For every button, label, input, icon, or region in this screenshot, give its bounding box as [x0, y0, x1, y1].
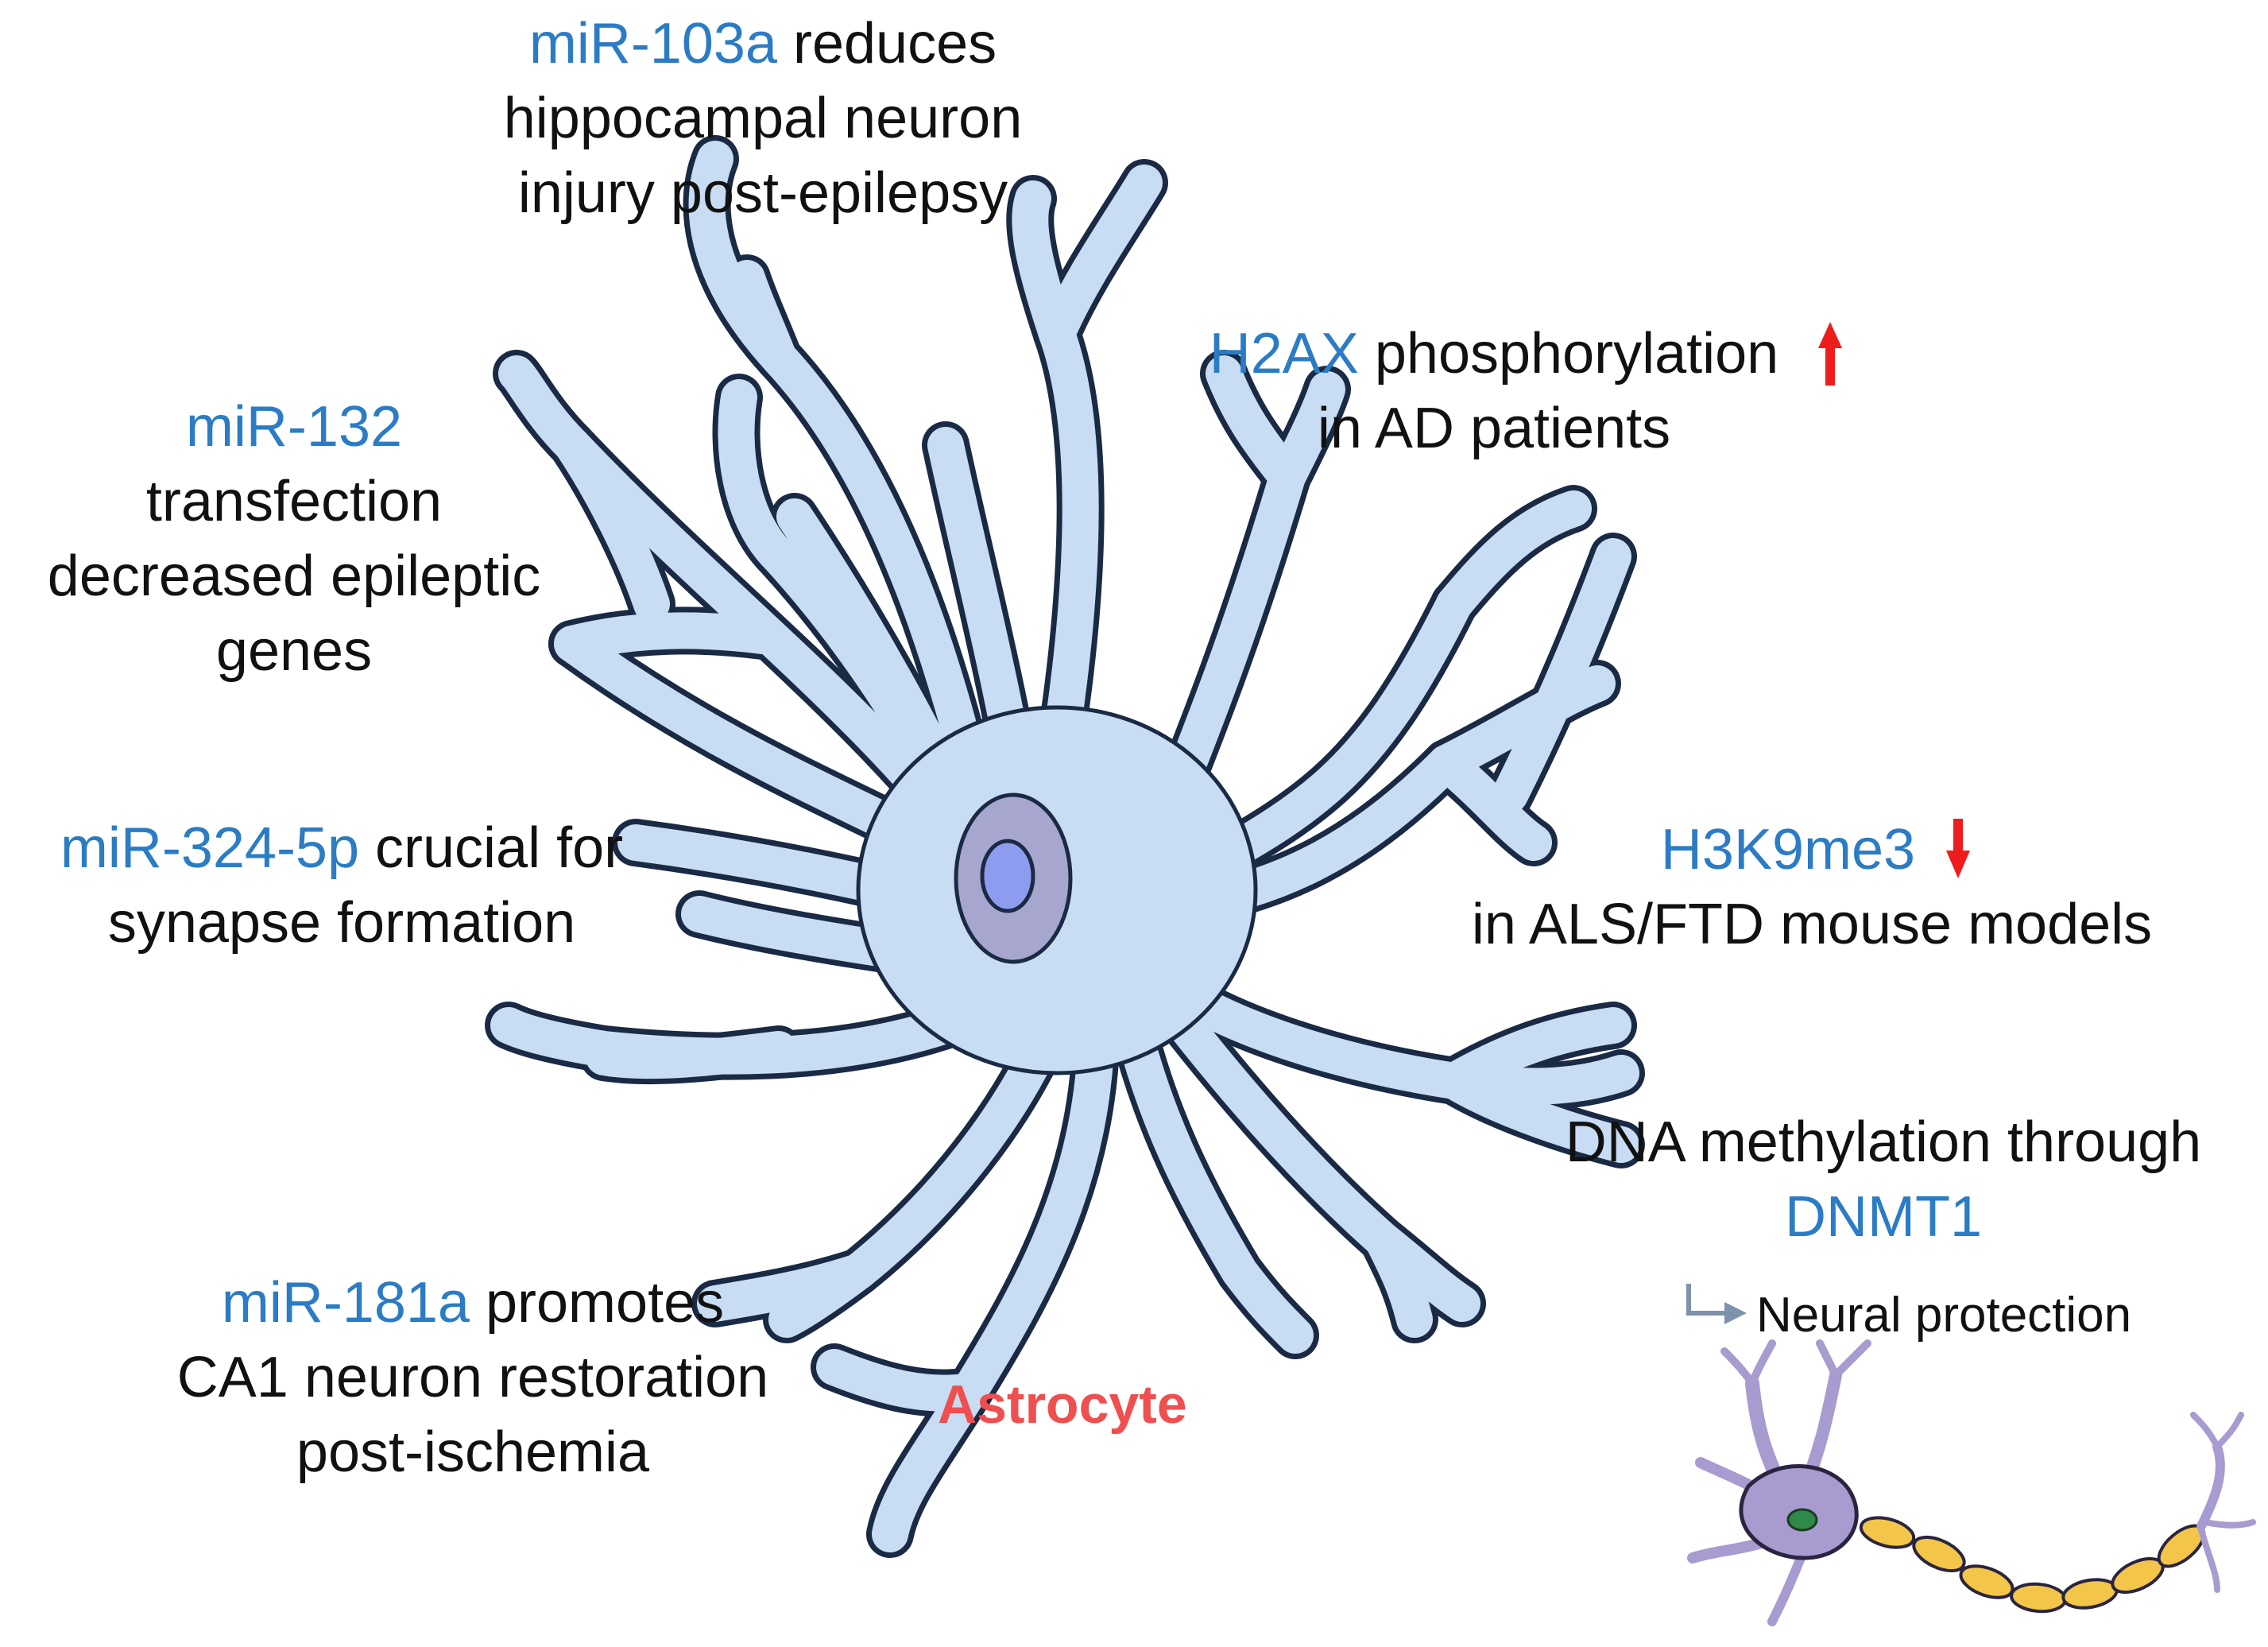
term-h3k9me3: H3K9me3: [1660, 818, 1916, 882]
term-mir132: miR-132: [185, 395, 403, 459]
neuron-nucleus: [1786, 1508, 1818, 1532]
label-mir132: miR-132 transfection decreased epileptic…: [16, 389, 572, 688]
label-astrocyte: Astrocyte: [938, 1374, 1187, 1435]
neuron-axon-myelin: [1859, 1516, 2206, 1614]
label-neural-protection: Neural protection: [1756, 1288, 2132, 1343]
label-h2ax: H2AX phosphorylation in AD patients: [1209, 322, 1779, 460]
term-mir103a: miR-103a: [528, 12, 777, 76]
astrocyte-nucleus: [980, 839, 1035, 913]
label-mir324: miR-324-5p crucial for synapse formation: [60, 816, 624, 955]
label-mir181a: miR-181a promotes CA1 neuron restoration…: [176, 1271, 769, 1484]
label-dna-methylation: DNA methylation through DNMT1: [1526, 1105, 2241, 1254]
label-h3k9me3: H3K9me3 in ALS/FTD mouse models: [1407, 812, 2217, 962]
term-h2ax: H2AX: [1209, 322, 1359, 386]
term-dnmt1: DNMT1: [1785, 1185, 1982, 1249]
term-mir324: miR-324-5p: [60, 816, 360, 880]
label-mir103a: miR-103a reduces hippocampal neuron inju…: [503, 12, 1023, 225]
neuron-axon-terminals: [2190, 1412, 2256, 1593]
term-mir181a: miR-181a: [221, 1271, 470, 1335]
